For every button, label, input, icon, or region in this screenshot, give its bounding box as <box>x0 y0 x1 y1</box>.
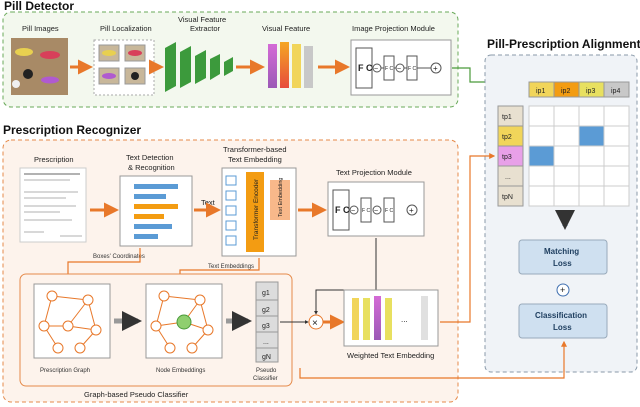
tp-label-dots: ... <box>505 174 511 181</box>
svg-text:F C: F C <box>362 208 370 214</box>
boxes-to-graph-arrow <box>65 248 141 282</box>
ip-label-4: ip4 <box>611 88 620 95</box>
tp-label-1: tp1 <box>502 114 512 121</box>
prescription-label: Prescription <box>34 155 74 164</box>
prescription-document <box>19 167 87 243</box>
alignment-title: Pill-Prescription Alignment <box>487 37 640 51</box>
g-label-1: g1 <box>262 290 270 297</box>
text-fc-large <box>332 189 350 231</box>
svg-text:+: + <box>560 285 565 295</box>
cnn-extractor-shape <box>165 42 233 92</box>
matching-loss-label-1: Matching <box>544 247 579 256</box>
text-arrow-label: Text <box>201 198 216 207</box>
transformer-encoder-label: Transformer Encoder <box>253 178 260 240</box>
pseudo-classifier-label-1: Pseudo <box>256 368 277 374</box>
transformer-encoder-block <box>246 172 264 252</box>
transformer-input-tokens <box>225 175 237 246</box>
visual-extractor-label-1: Visual Feature <box>178 15 226 24</box>
ip-label-3: ip3 <box>586 88 595 95</box>
alignment-matrix <box>528 105 630 207</box>
g-label-dots: ... <box>263 339 269 346</box>
pill-purple <box>41 76 59 84</box>
image-projection-label: Image Projection Module <box>352 24 435 33</box>
transformer-label-1: Transformer-based <box>223 145 287 154</box>
tp-label-n: tpN <box>502 194 513 201</box>
ip-label-1: ip1 <box>536 88 545 95</box>
pill-detector-title: Pill Detector <box>4 0 74 13</box>
text-detection-label-1: Text Detection <box>126 153 174 162</box>
prescription-graph <box>38 290 102 354</box>
text-fc-small-2 <box>383 197 395 223</box>
prescription-graph-label: Prescription Graph <box>40 368 90 374</box>
pseudo-classifier-column: g1 g2 g3 ... gN <box>255 281 279 363</box>
visual-feature-bars <box>268 42 313 88</box>
svg-text:~: ~ <box>374 208 378 215</box>
visual-feature-label: Visual Feature <box>262 24 310 33</box>
ip-label-2: ip2 <box>561 88 570 95</box>
text-embedding-block <box>270 180 290 220</box>
svg-text:~: ~ <box>351 208 355 215</box>
pill-localization-label: Pill Localization <box>100 24 152 33</box>
weighted-embedding-label: Weighted Text Embedding <box>347 351 434 360</box>
svg-text:F C: F C <box>408 66 416 72</box>
tp-column: tp1 tp2 tp3 ... tpN <box>497 105 524 207</box>
text-detection-label-2: & Recognition <box>128 163 175 172</box>
svg-text:F C: F C <box>385 208 393 214</box>
pill-yellow <box>15 48 33 56</box>
weighted-embedding-bars <box>352 296 428 340</box>
tp-label-3: tp3 <box>502 154 512 161</box>
classification-loss-label-1: Classification <box>535 311 587 320</box>
node-embeddings-graph <box>150 290 214 354</box>
g-label-3: g3 <box>262 323 270 330</box>
g-label-n: gN <box>262 354 271 361</box>
svg-text:+: + <box>409 206 414 215</box>
visual-extractor-label-2: Extractor <box>190 24 221 33</box>
svg-text:F C: F C <box>385 66 393 72</box>
classification-loss-label-2: Loss <box>553 323 572 332</box>
ip-header: ip1 ip2 ip3 ip4 <box>528 81 630 98</box>
pill-images-photo <box>11 38 68 95</box>
pill-black <box>23 69 33 79</box>
classifier-to-classification-loss-arrow <box>299 340 567 379</box>
detected-text-bars <box>134 184 178 239</box>
g-label-2: g2 <box>262 307 270 314</box>
tp-label-2: tp2 <box>502 134 512 141</box>
matching-loss-label-2: Loss <box>553 259 572 268</box>
pill-red <box>40 51 60 59</box>
loss-plus-node <box>556 283 570 297</box>
svg-text:~: ~ <box>374 66 378 73</box>
pill-images-label: Pill Images <box>22 24 59 33</box>
svg-text:F C: F C <box>335 205 350 215</box>
text-fc-small-1 <box>360 197 372 223</box>
svg-text:...: ... <box>401 315 408 324</box>
graph-classifier-label: Graph-based Pseudo Classifier <box>84 390 189 399</box>
pseudo-classifier-label-2: Classifier <box>253 376 278 382</box>
recognizer-title: Prescription Recognizer <box>3 123 141 137</box>
text-plus-node <box>406 204 418 216</box>
classification-loss-box <box>518 303 608 339</box>
matching-loss-box <box>518 239 608 275</box>
text-embeddings-label: Text Embeddings <box>208 264 254 270</box>
svg-text:+: + <box>433 64 438 73</box>
boxes-coordinates-label: Boxes' Coordinates <box>93 254 145 260</box>
text-projection-label: Text Projection Module <box>336 168 412 177</box>
weighted-to-alignment-arrow <box>440 153 496 323</box>
svg-text:F C: F C <box>358 63 373 73</box>
svg-text:~: ~ <box>397 66 401 73</box>
text-embedding-vertical-label: Text Embedding <box>278 178 284 217</box>
pill-white <box>12 80 20 88</box>
svg-text:×: × <box>312 318 318 329</box>
transformer-label-2: Text Embedding <box>228 155 282 164</box>
node-embeddings-label: Node Embeddings <box>156 368 205 374</box>
